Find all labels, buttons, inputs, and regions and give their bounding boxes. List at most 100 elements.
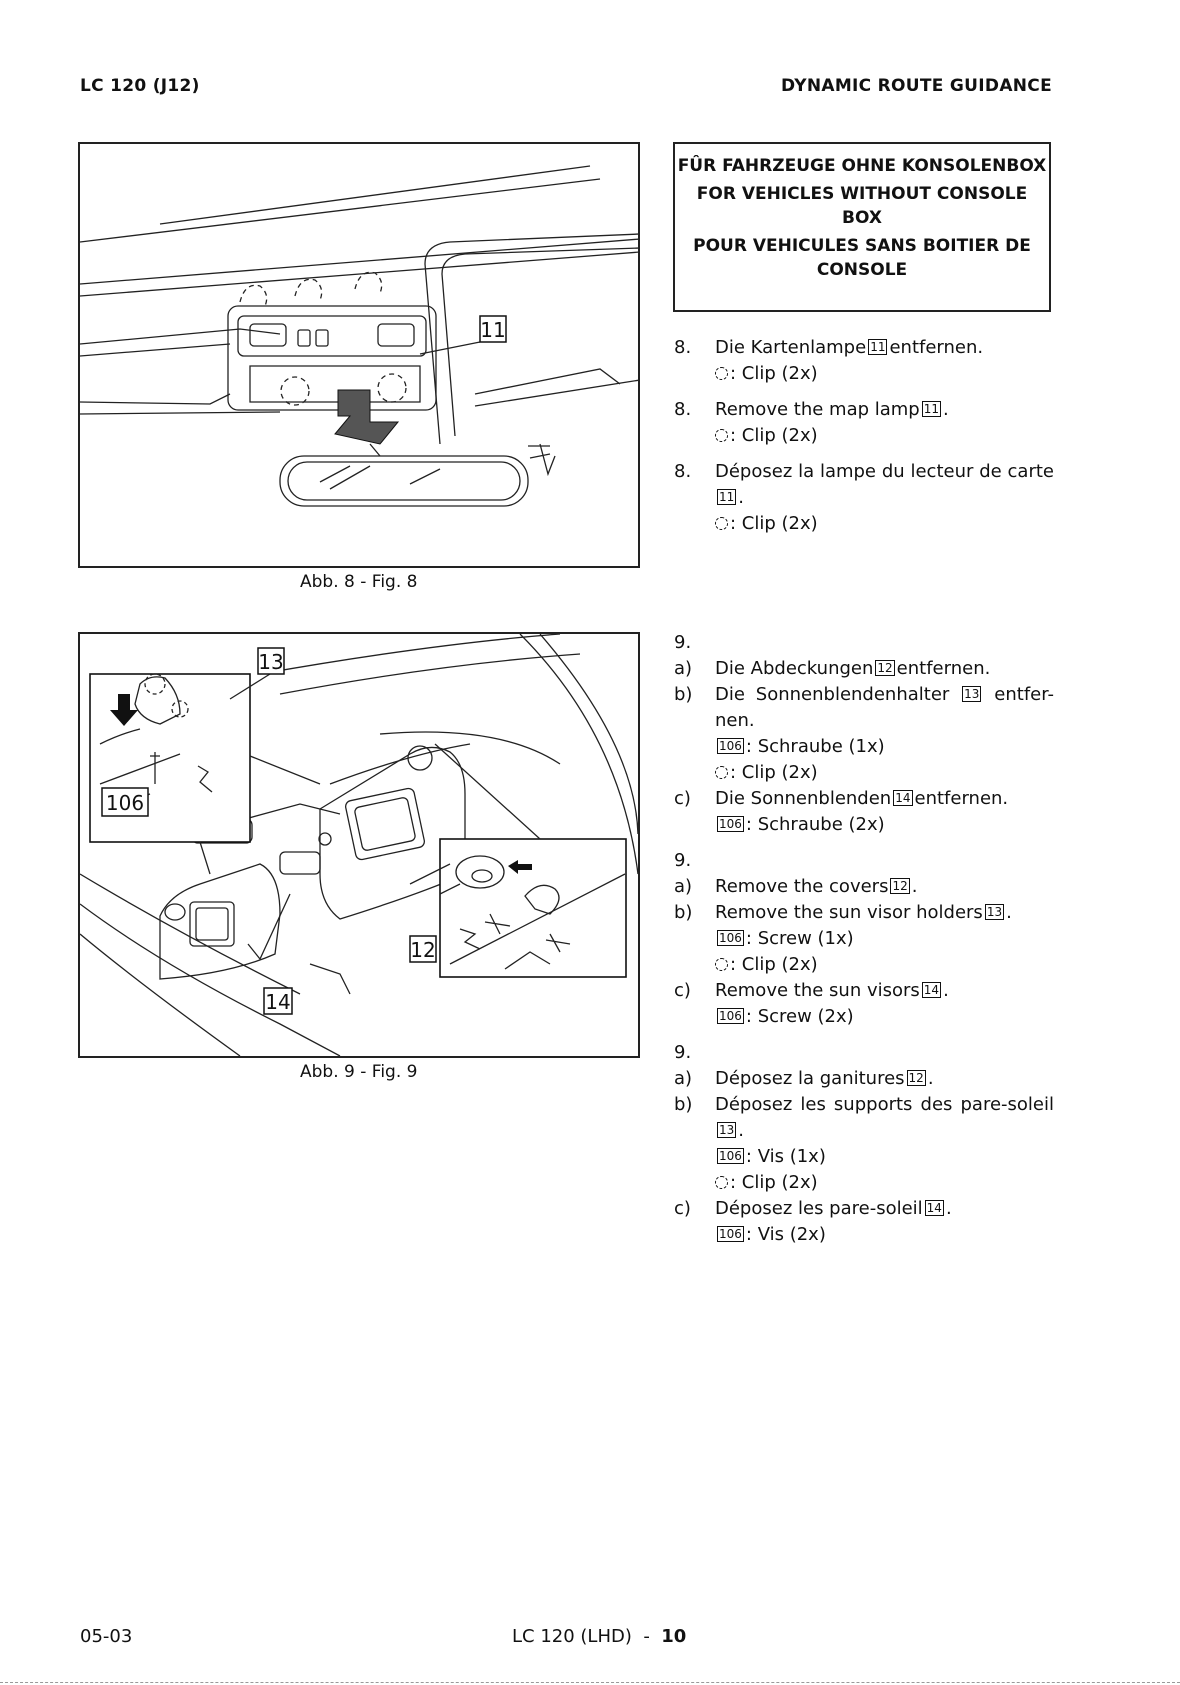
callout-13-label: 13 [258, 650, 283, 674]
ref-badge: 106 [717, 738, 744, 754]
footer-page-number: 10 [661, 1626, 687, 1647]
step-8-en-clip: : Clip (2x) [674, 423, 1054, 449]
callout-11-label: 11 [480, 318, 505, 342]
step-text: Déposez les pare-soleil [715, 1198, 923, 1219]
ref-badge: 106 [717, 1008, 744, 1024]
ref-badge: 106 [717, 1226, 744, 1242]
ref-badge: 106 [717, 930, 744, 946]
step-text: . [1006, 902, 1012, 923]
footer-model: LC 120 (LHD) [512, 1626, 632, 1647]
step-text: entfernen. [914, 788, 1009, 809]
step-number: 9. [674, 1042, 692, 1063]
step-text: Die Kartenlampe [715, 337, 867, 358]
step-text: Déposez la ganitures [715, 1068, 905, 1089]
ref-badge: 106 [717, 816, 744, 832]
ref-badge: 11 [868, 339, 888, 355]
header-model: LC 120 (J12) [80, 76, 200, 96]
step-9-fr-b-screw: 106: Vis (1x) [674, 1144, 1054, 1170]
clip-text: : Clip (2x) [730, 954, 818, 975]
screw-text: : Vis (1x) [745, 1146, 826, 1167]
notice-english: FOR VEHICLES WITHOUT CONSOLE BOX [696, 184, 1028, 228]
figure-8-map-lamp: 11 [78, 142, 640, 568]
step-9-fr: 9. [674, 1040, 1054, 1066]
step-text: Remove the covers [715, 876, 889, 897]
clip-icon [715, 958, 728, 971]
step-9-de-b-clip: : Clip (2x) [674, 760, 1054, 786]
screw-text: : Schraube (2x) [745, 814, 885, 835]
step-text: Remove the map lamp [715, 399, 920, 420]
step-text: Remove the sun visor holders [715, 902, 983, 923]
substep-label: c) [674, 788, 691, 809]
ref-badge: 12 [890, 878, 910, 894]
clip-text: : Clip (2x) [730, 425, 818, 446]
clip-text: : Clip (2x) [730, 513, 818, 534]
step-9-fr-c-screw: 106: Vis (2x) [674, 1222, 1054, 1248]
substep-label: c) [674, 1198, 691, 1219]
ref-badge: 11 [921, 401, 942, 417]
screw-text: : Screw (1x) [745, 928, 854, 949]
clip-icon [715, 766, 728, 779]
clip-text: : Clip (2x) [730, 1172, 818, 1193]
notice-french: POUR VEHICULES SANS BOITIER DE CONSOLE [693, 236, 1031, 280]
step-text: . [738, 487, 745, 508]
substep-label: b) [674, 684, 693, 705]
substep-label: c) [674, 980, 691, 1001]
footer-separator: - [643, 1626, 650, 1647]
step-9-instructions: 9. a) Die Abdeckungen 12 entfernen. b) Die… [674, 630, 1054, 1248]
step-text: Remove the sun visors [715, 980, 920, 1001]
step-text: . [927, 1068, 934, 1089]
screw-text: : Vis (2x) [745, 1224, 826, 1245]
ref-badge: 106 [717, 1148, 744, 1164]
footer-page-info: LC 120 (LHD) - 10 [512, 1626, 686, 1647]
substep-label: a) [674, 658, 693, 679]
step-9-en-c-screw: 106: Screw (2x) [674, 1004, 1054, 1030]
substep-label: a) [674, 876, 693, 897]
step-text: . [943, 399, 949, 420]
clip-icon [715, 517, 728, 530]
figure-8-caption: Abb. 8 - Fig. 8 [300, 572, 418, 592]
step-text: entfernen. [889, 337, 984, 358]
step-text: Die Sonnenblendenhalter [715, 684, 950, 705]
callout-106-label: 106 [106, 791, 144, 815]
ref-badge: 11 [717, 489, 737, 505]
step-number: 8. [674, 337, 692, 358]
step-8-fr: 8. Déposez la lampe du lecteur de carte … [674, 459, 1054, 511]
step-text: . [943, 980, 949, 1001]
clip-icon [715, 429, 728, 442]
step-8-de-clip: : Clip (2x) [674, 361, 1054, 387]
step-text: entfernen. [896, 658, 991, 679]
ref-badge: 12 [906, 1070, 926, 1086]
substep-label: b) [674, 902, 693, 923]
ref-badge: 13 [717, 1122, 737, 1138]
screw-text: : Schraube (1x) [745, 736, 885, 757]
notice-german: FÛR FAHRZEUGE OHNE KONSOLENBOX [677, 156, 1047, 176]
clip-text: : Clip (2x) [730, 762, 818, 783]
step-text: Die Abdeckungen [715, 658, 874, 679]
ref-badge: 14 [924, 1200, 944, 1216]
figure-8-drawing: 11 [80, 165, 638, 507]
step-text: entfer-nen. [715, 684, 1054, 731]
screw-text: : Screw (2x) [745, 1006, 854, 1027]
clip-text: : Clip (2x) [730, 363, 818, 384]
figure-9-sun-visors: 13 106 12 14 [78, 632, 640, 1058]
step-text: . [911, 876, 918, 897]
step-text: Déposez les supports des pare-soleil [715, 1094, 1054, 1115]
step-9-de-b: b) Die Sonnenblendenhalter 13 entfer-nen… [674, 682, 1054, 734]
figure-9-drawing: 13 106 12 14 [80, 634, 638, 1056]
vehicle-condition-notice: FÛR FAHRZEUGE OHNE KONSOLENBOX FOR VEHIC… [673, 142, 1051, 312]
clip-icon [715, 367, 728, 380]
bottom-divider [0, 1682, 1180, 1684]
step-text: Die Sonnenblenden [715, 788, 892, 809]
step-9-fr-b: b) Déposez les supports des pare-soleil … [674, 1092, 1054, 1144]
step-9-de-c-screw: 106: Schraube (2x) [674, 812, 1054, 838]
footer-date-code: 05-03 [80, 1626, 133, 1647]
